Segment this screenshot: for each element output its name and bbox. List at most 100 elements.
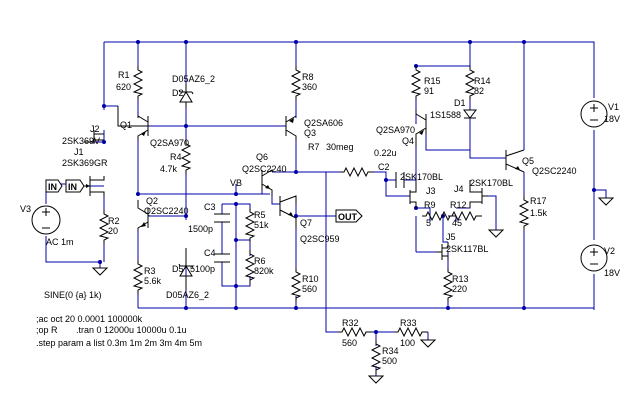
j1-value: 2SK369GR <box>62 158 108 168</box>
r7-symbol <box>339 167 375 177</box>
vb-net-label: VB <box>230 178 242 188</box>
svg-text:IN: IN <box>48 182 57 192</box>
q1-value: Q2SA970 <box>150 138 189 148</box>
c2-value: 0.22u <box>374 148 397 158</box>
r2-symbol <box>99 209 109 245</box>
ground-icon <box>598 197 614 206</box>
r33-symbol <box>393 327 429 337</box>
q3-value: Q2SA606 <box>304 118 343 128</box>
r10-ref: R10 <box>302 274 319 284</box>
j4-symbol <box>469 180 488 208</box>
q6-value: Q2SC2240 <box>242 164 287 174</box>
r17-ref: R17 <box>530 196 547 206</box>
v1-symbol <box>580 100 608 128</box>
r14-value: 82 <box>474 86 484 96</box>
c4-value: 5100p <box>190 264 215 274</box>
r17-symbol <box>519 195 529 231</box>
r2-value: 20 <box>108 226 118 236</box>
j5-value: 2SK117BL <box>446 244 488 254</box>
directive-op: ;op R <box>36 325 58 335</box>
j2-ref: J2 <box>90 124 100 134</box>
q5-ref: Q5 <box>522 156 534 166</box>
r2-ref: R2 <box>108 216 120 226</box>
r3-ref: R3 <box>144 266 156 276</box>
r13-value: 220 <box>452 284 467 294</box>
v1-ref: V1 <box>608 102 619 112</box>
r1-symbol <box>133 65 143 101</box>
j3-ref: J3 <box>426 186 436 196</box>
r3-symbol <box>133 259 143 295</box>
r8-ref: R8 <box>302 72 314 82</box>
r1-ref: R1 <box>118 70 130 80</box>
v2-ref: V2 <box>604 246 615 256</box>
r4-ref: R4 <box>170 152 182 162</box>
r6-ref: R6 <box>254 256 266 266</box>
c3-value: 1500p <box>188 224 213 234</box>
d1-value: 1S1588 <box>430 110 461 120</box>
d2-symbol <box>178 84 194 108</box>
r34-ref: R34 <box>382 346 399 356</box>
d2-value: D05AZ6_2 <box>172 74 215 84</box>
j1-symbol <box>66 176 105 196</box>
r12-value: 45 <box>452 218 462 228</box>
v3-value: AC 1m <box>46 237 74 247</box>
d5-ref: D5 <box>172 264 184 274</box>
q5-value: Q2SC2240 <box>532 166 577 176</box>
r12-ref: R12 <box>450 200 467 210</box>
v2-value: 18V <box>604 268 620 278</box>
r1-value: 620 <box>116 82 131 92</box>
in-port-right[interactable]: IN <box>65 179 85 193</box>
j5-ref: J5 <box>446 232 456 242</box>
r33-ref: R33 <box>400 318 417 328</box>
r5-ref: R5 <box>254 210 266 220</box>
q4-value: Q2SA970 <box>376 125 415 135</box>
svg-text:OUT: OUT <box>338 212 358 222</box>
r3-value: 5.6k <box>144 276 162 286</box>
r14-ref: R14 <box>474 76 491 86</box>
r4-value: 4.7k <box>160 164 178 174</box>
c3-ref: C3 <box>204 202 216 212</box>
q4-symbol <box>415 110 427 146</box>
v3-function: SINE(0 {a} 1k) <box>44 290 102 300</box>
d1-symbol <box>463 109 477 119</box>
q4-ref: Q4 <box>402 136 414 146</box>
out-port[interactable]: OUT <box>335 209 363 223</box>
v2-symbol <box>580 244 608 272</box>
in-port-left[interactable]: IN <box>45 179 63 193</box>
j3-value: 2SK170BL <box>400 172 443 182</box>
j2-value: 2SK369V <box>62 136 100 146</box>
r9-value: 5 <box>426 218 431 228</box>
r14-symbol <box>465 65 475 101</box>
r8-symbol <box>291 65 301 101</box>
j4-ref: J4 <box>454 184 464 194</box>
ground-icon <box>368 375 384 384</box>
c4-symbol <box>214 253 230 263</box>
svg-text:IN: IN <box>68 182 77 192</box>
r13-symbol <box>443 267 453 303</box>
c2-ref: C2 <box>378 162 390 172</box>
q3-ref: Q3 <box>304 128 316 138</box>
directive-step: .step param a list 0.3m 1m 2m 3m 4m 5m <box>36 338 202 348</box>
directive-ac: ;ac oct 20 0.0001 100000k <box>36 314 143 324</box>
v3-ref: V3 <box>20 204 31 214</box>
ground-icon <box>488 229 504 238</box>
d1-ref: D1 <box>454 98 466 108</box>
r13-ref: R13 <box>452 274 469 284</box>
r10-value: 560 <box>302 284 317 294</box>
q2-value: Q2SC2240 <box>144 206 189 216</box>
r33-value: 100 <box>400 338 415 348</box>
r8-value: 360 <box>302 82 317 92</box>
q7-ref: Q7 <box>300 218 312 228</box>
j2-symbol <box>84 130 104 144</box>
component-labels: R1 620 D05AZ6_2 D2 R8 360 R15 91 R14 82 … <box>20 70 620 366</box>
j5-symbol <box>436 242 449 260</box>
r5-symbol <box>245 207 255 243</box>
c2-symbol <box>395 172 405 188</box>
directive-tran: .tran 0 12000u 10000u 0.1u <box>76 325 187 335</box>
q7-symbol <box>279 195 297 228</box>
r7-value: 30meg <box>326 142 354 152</box>
q1-ref: Q1 <box>120 120 132 130</box>
v1-value: 18V <box>604 114 620 124</box>
q2-symbol <box>137 200 149 230</box>
j3-symbol <box>409 180 417 208</box>
